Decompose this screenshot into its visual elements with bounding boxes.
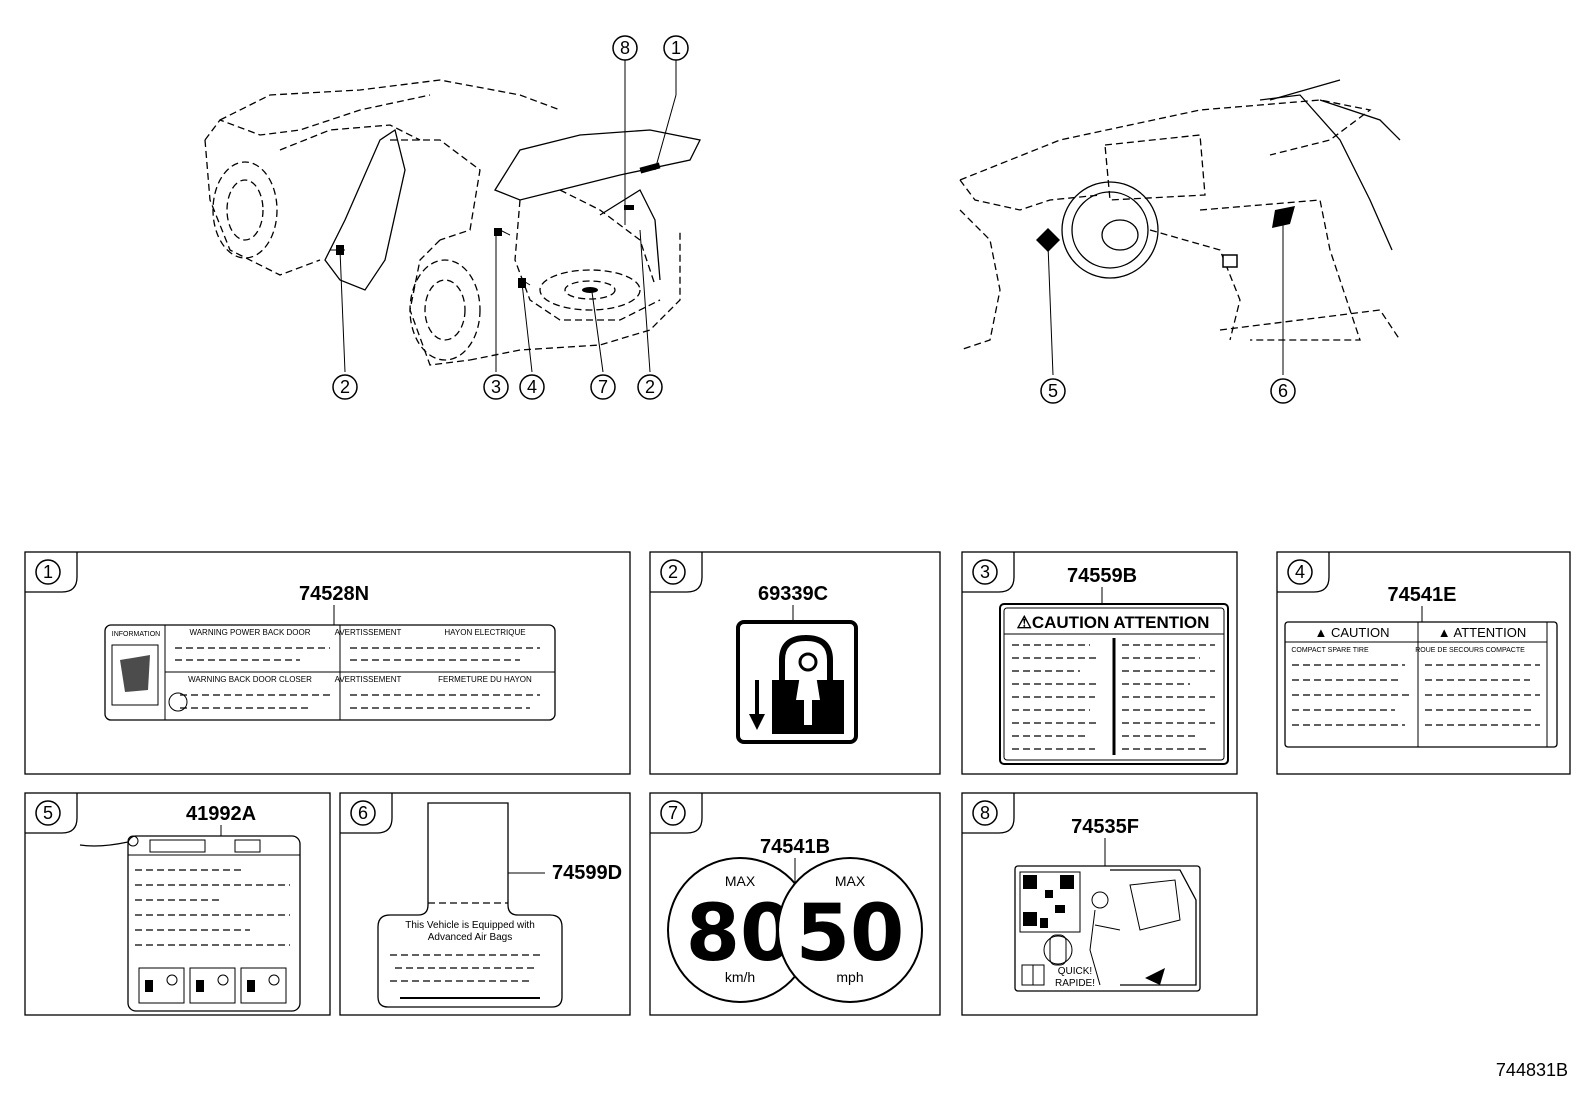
panel-5-number: 5: [35, 800, 61, 826]
svg-text:MAX: MAX: [725, 873, 756, 889]
svg-text:2: 2: [340, 377, 350, 397]
part-74559B: 74559B: [1067, 565, 1137, 587]
svg-text:7: 7: [598, 377, 608, 397]
svg-text:1: 1: [43, 562, 53, 582]
svg-text:Advanced Air Bags: Advanced Air Bags: [428, 932, 513, 943]
callout-2-right: 2: [637, 374, 663, 400]
svg-text:4: 4: [527, 377, 537, 397]
svg-text:6: 6: [1278, 381, 1288, 401]
svg-text:WARNING BACK DOOR CLOSER: WARNING BACK DOOR CLOSER: [188, 675, 312, 684]
svg-text:FERMETURE DU HAYON: FERMETURE DU HAYON: [438, 675, 532, 684]
svg-text:5: 5: [43, 803, 53, 823]
callout-2-left: 2: [332, 374, 358, 400]
svg-text:▲ ATTENTION: ▲ ATTENTION: [1438, 625, 1526, 640]
svg-text:8: 8: [620, 38, 630, 58]
svg-text:mph: mph: [836, 969, 863, 985]
speed-limit-mph-sign: MAX 50 mph: [777, 857, 923, 1003]
panel-4-number: 4: [1287, 559, 1313, 585]
label-41992A: [79, 835, 301, 1012]
panel-8-number: 8: [972, 800, 998, 826]
svg-text:MAX: MAX: [835, 873, 866, 889]
label-74535F: QUICK! RAPIDE!: [1014, 865, 1201, 992]
panel-7: 7 74541B MAX 80 km/h MAX 50 mph: [649, 792, 941, 1016]
panel-5: 5 41992A: [24, 792, 331, 1016]
svg-text:RAPIDE!: RAPIDE!: [1055, 978, 1095, 989]
label-74559B: ⚠CAUTION ATTENTION: [999, 603, 1229, 765]
svg-text:5: 5: [1048, 381, 1058, 401]
panel-4: 4 74541E ▲ CAUTION ▲ ATTENTION COMPACT S…: [1276, 551, 1571, 775]
svg-text:4: 4: [1295, 562, 1305, 582]
svg-text:2: 2: [645, 377, 655, 397]
callout-8: 8: [612, 35, 638, 61]
speed-limit-km-sign: MAX 80 km/h: [667, 857, 813, 1003]
callout-3: 3: [483, 374, 509, 400]
callout-6: 6: [1270, 378, 1296, 404]
panel-1-number: 1: [35, 559, 61, 585]
dashboard-illustration: [959, 79, 1401, 351]
callout-5: 5: [1040, 378, 1066, 404]
svg-text:AVERTISSEMENT: AVERTISSEMENT: [335, 628, 402, 637]
car-leader-lines: [339, 60, 677, 373]
callout-7: 7: [590, 374, 616, 400]
qr-code-icon: [1019, 871, 1081, 933]
svg-text:7: 7: [668, 803, 678, 823]
svg-text:This Vehicle is Equipped with: This Vehicle is Equipped with: [405, 920, 535, 931]
callout-1: 1: [663, 35, 689, 61]
svg-text:km/h: km/h: [725, 969, 755, 985]
part-74535F: 74535F: [1071, 816, 1139, 838]
figure-id: 744831B: [1495, 1060, 1568, 1080]
panel-2-number: 2: [660, 559, 686, 585]
child-lock-icon: [736, 620, 858, 744]
panel-6-number: 6: [350, 800, 376, 826]
svg-text:HAYON ELECTRIQUE: HAYON ELECTRIQUE: [444, 628, 525, 637]
panel-7-number: 7: [660, 800, 686, 826]
part-74541E: 74541E: [1388, 584, 1457, 606]
panel-3-number: 3: [972, 559, 998, 585]
label-74599D: This Vehicle is Equipped with Advanced A…: [377, 802, 563, 1008]
part-41992A: 41992A: [186, 803, 256, 825]
panel-6: 6 74599D This Vehicle is Equipped with A…: [339, 792, 631, 1016]
svg-text:50: 50: [796, 889, 905, 979]
dash-leader-lines: [1047, 215, 1284, 376]
callout-4: 4: [519, 374, 545, 400]
panel-1: 1 74528N INFORMATION WARNING POWER BACK …: [24, 551, 631, 775]
svg-text:⚠CAUTION ATTENTION: ⚠CAUTION ATTENTION: [1017, 613, 1210, 632]
svg-text:COMPACT SPARE TIRE: COMPACT SPARE TIRE: [1291, 647, 1369, 654]
panel-3: 3 74559B ⚠CAUTION ATTENTION: [961, 551, 1238, 775]
svg-text:WARNING POWER BACK DOOR: WARNING POWER BACK DOOR: [189, 628, 310, 637]
part-69339C: 69339C: [758, 583, 828, 605]
svg-text:QUICK!: QUICK!: [1058, 966, 1092, 977]
panel-8: 8 74535F: [961, 792, 1258, 1016]
svg-text:ROUE DE SECOURS COMPACTE: ROUE DE SECOURS COMPACTE: [1415, 647, 1525, 654]
part-74599D: 74599D: [552, 862, 622, 884]
vehicle-illustration: [204, 79, 701, 366]
svg-text:3: 3: [980, 562, 990, 582]
svg-text:AVERTISSEMENT: AVERTISSEMENT: [335, 675, 402, 684]
svg-text:80: 80: [686, 889, 795, 979]
label-74541E: ▲ CAUTION ▲ ATTENTION COMPACT SPARE TIRE…: [1284, 621, 1558, 748]
back-door-illustration: [1043, 869, 1197, 986]
svg-text:1: 1: [671, 38, 681, 58]
svg-text:6: 6: [358, 803, 368, 823]
svg-text:▲ CAUTION: ▲ CAUTION: [1315, 625, 1390, 640]
svg-text:2: 2: [668, 562, 678, 582]
part-74528N: 74528N: [299, 583, 369, 605]
svg-text:INFORMATION: INFORMATION: [112, 631, 160, 638]
part-74541B: 74541B: [760, 836, 830, 858]
svg-text:3: 3: [491, 377, 501, 397]
svg-text:8: 8: [980, 803, 990, 823]
manual-book-icon: [1021, 964, 1045, 986]
panel-2: 2 69339C: [649, 551, 941, 775]
label-74528N: INFORMATION WARNING POWER BACK DOOR AVER…: [104, 624, 556, 721]
